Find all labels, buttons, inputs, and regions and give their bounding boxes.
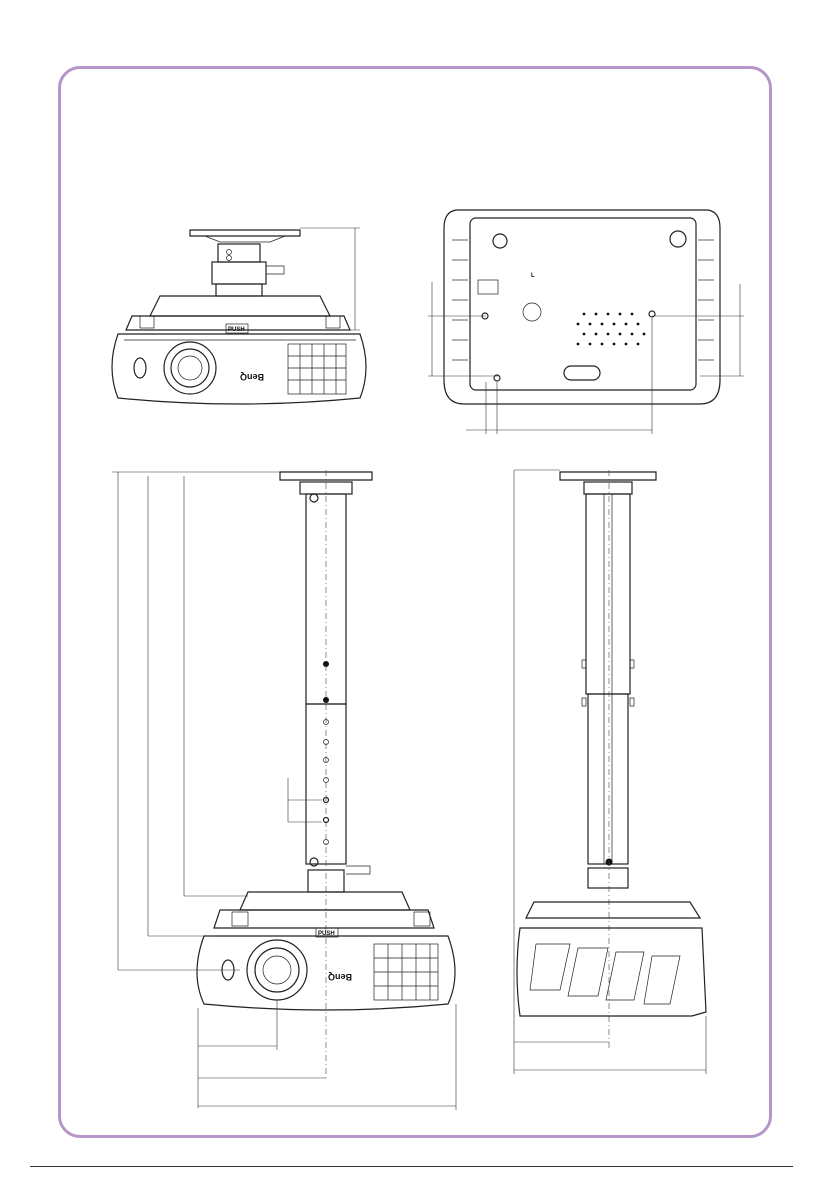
- bottom-view: L: [428, 210, 744, 434]
- push-label: PUSH: [228, 327, 245, 333]
- front-view-compact: PUSH BenQ: [112, 228, 366, 404]
- brand-label-extended: BenQ: [328, 972, 352, 982]
- footer-rule: [30, 1166, 793, 1167]
- push-label-2: PUSH: [318, 931, 335, 937]
- corner-mark: L: [531, 273, 535, 279]
- side-view-extended: [514, 470, 706, 1074]
- brand-label-front: BenQ: [240, 372, 264, 382]
- front-view-extended: PUSH BenQ: [112, 470, 456, 1110]
